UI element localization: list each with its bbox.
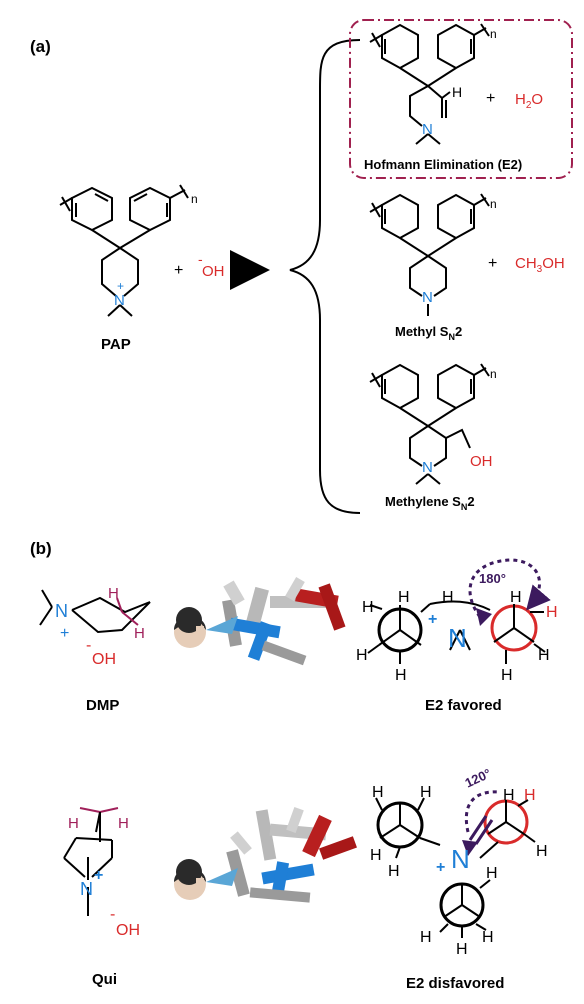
water: H2O: [515, 91, 543, 111]
qui-name: Qui: [92, 971, 117, 988]
newman-favored: [367, 600, 546, 664]
dmp-charge: +: [60, 625, 69, 642]
svg-text:H: H: [370, 847, 382, 864]
favored-h-pointer: [476, 608, 492, 626]
favored-angle-arc: [468, 558, 551, 618]
disfavored-block-1: [468, 815, 488, 841]
dmp-nitrogen: N: [55, 601, 68, 621]
plus-sign: +: [174, 262, 183, 279]
hofmann-label: Hofmann Elimination (E2): [364, 157, 522, 172]
disfavored-block-2: [474, 819, 494, 845]
dmp-oh: OH: [92, 651, 116, 668]
hofmann-nitrogen: N: [422, 121, 433, 138]
methylene-sn2-label: Methylene SN2: [385, 494, 475, 512]
svg-text:H: H: [420, 929, 432, 946]
svg-text:H: H: [420, 784, 432, 801]
favored-h-labels: H H H H H H H H: [356, 589, 550, 684]
favored-label: E2 favored: [425, 697, 502, 714]
methyl-sn2-structure: [369, 193, 490, 316]
methanol: CH3OH: [515, 255, 565, 275]
disfavored-angle-arc: [464, 790, 501, 833]
disfavored-h-pointer: [462, 840, 478, 856]
pap-nitrogen: N: [114, 292, 125, 309]
hofmann-plus: +: [486, 90, 495, 107]
svg-text:H: H: [442, 589, 454, 606]
hofmann-repeat: n: [490, 27, 497, 41]
favored-angle: 180°: [479, 571, 506, 586]
newman-disfavored: [375, 797, 536, 938]
methylene-sn2-structure: [369, 363, 490, 485]
methylene-repeat: n: [490, 367, 497, 381]
svg-text:H: H: [536, 843, 548, 860]
hofmann-highlight-box: [349, 19, 573, 179]
dmp-structure: [39, 589, 151, 634]
methylene-nitrogen: N: [422, 459, 433, 476]
svg-text:H: H: [482, 929, 494, 946]
product-brace: [289, 39, 361, 514]
pap-structure: [59, 184, 189, 317]
dmp-h-bottom: H: [134, 625, 145, 642]
svg-text:H: H: [510, 589, 522, 606]
disfavored-nitrogen: N: [451, 844, 470, 874]
svg-text:H: H: [501, 667, 513, 684]
methyl-plus: +: [488, 255, 497, 272]
hydroxide-text: OH: [202, 263, 225, 280]
viewer-head-icon: [174, 607, 206, 648]
qui-oh: OH: [116, 922, 140, 939]
dmp-3d-model: [222, 576, 346, 666]
svg-text:H: H: [538, 647, 550, 664]
qui-3d-model: [226, 807, 357, 903]
svg-text:H: H: [362, 599, 374, 616]
svg-text:H: H: [456, 941, 468, 958]
disfavored-charge: +: [436, 859, 445, 876]
disfavored-label: E2 disfavored: [406, 975, 504, 992]
qui-oh-charge: -: [110, 906, 115, 923]
dmp-h-top: H: [108, 585, 119, 602]
methyl-nitrogen: N: [422, 289, 433, 306]
panel-b-label: (b): [30, 539, 52, 558]
svg-text:H: H: [503, 787, 515, 804]
hofmann-h: H: [452, 84, 462, 100]
disfavored-h-red: H: [524, 787, 536, 804]
dmp-oh-charge: -: [86, 637, 91, 654]
favored-nitrogen: N: [448, 623, 467, 653]
pap-repeat: n: [191, 192, 198, 206]
svg-text:H: H: [395, 667, 407, 684]
viewer-head-icon-2: [174, 859, 206, 900]
svg-text:H: H: [486, 865, 498, 882]
svg-text:H: H: [388, 863, 400, 880]
qui-nitrogen: N: [80, 879, 93, 899]
favored-charge: +: [428, 611, 437, 628]
svg-text:H: H: [372, 784, 384, 801]
qui-structure: [63, 807, 119, 916]
pap-name: PAP: [101, 336, 131, 353]
svg-text:H: H: [398, 589, 410, 606]
qui-h-left: H: [68, 815, 79, 832]
hofmann-structure: [369, 23, 490, 145]
qui-charge: +: [94, 867, 103, 884]
methyl-sn2-label: Methyl SN2: [395, 324, 462, 342]
svg-text:H: H: [356, 647, 368, 664]
view-direction-icon: [206, 616, 238, 634]
qui-h-right: H: [118, 815, 129, 832]
pap-charge: +: [117, 279, 124, 293]
methyl-repeat: n: [490, 197, 497, 211]
methylene-oh: OH: [470, 453, 493, 470]
panel-a-label: (a): [30, 37, 51, 56]
disfavored-angle: 120°: [463, 766, 494, 791]
disfavored-h-labels: H H H H H H H H H H: [370, 784, 548, 958]
dmp-name: DMP: [86, 697, 119, 714]
hydroxide-charge: -: [198, 251, 203, 267]
view-direction-icon-2: [206, 868, 238, 886]
favored-h-red: H: [546, 604, 558, 621]
